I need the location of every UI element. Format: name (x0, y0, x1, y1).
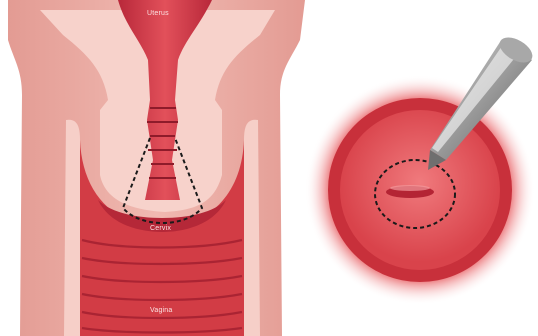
label-uterus: Uterus (147, 10, 169, 17)
label-cervix: Cervix (150, 225, 171, 232)
vaginal-lining (64, 120, 80, 336)
uterus-cross-section (8, 0, 305, 336)
label-vagina: Vagina (150, 307, 172, 314)
cervix-front-view (305, 75, 535, 305)
vaginal-lining-right (244, 120, 260, 336)
